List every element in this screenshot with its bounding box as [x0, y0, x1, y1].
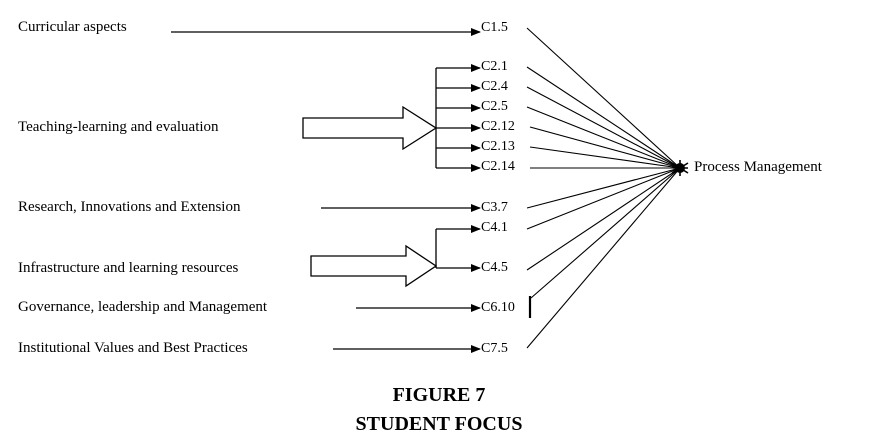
link-c3-7 — [526, 167, 681, 209]
block-arrow-infrastructure — [310, 244, 438, 288]
criterion-label-curricular: Curricular aspects — [18, 19, 127, 35]
code-label-c6-10: C6.10 — [481, 300, 515, 315]
target-label: Process Management — [694, 159, 822, 175]
converging-lines — [526, 27, 681, 349]
code-label-c4-1: C4.1 — [481, 220, 508, 235]
criterion-label-institutional: Institutional Values and Best Practices — [18, 340, 248, 356]
link-c4-5 — [526, 167, 681, 271]
code-label-c4-5: C4.5 — [481, 260, 508, 275]
criterion-label-teaching: Teaching-learning and evaluation — [18, 119, 219, 135]
criterion-label-infrastructure: Infrastructure and learning resources — [18, 260, 239, 276]
link-c2-1 — [526, 66, 681, 169]
convergence-node — [671, 160, 689, 176]
code-label-c2-14: C2.14 — [481, 159, 515, 174]
figure-number: FIGURE 7 — [392, 384, 486, 406]
link-c1-5 — [526, 27, 681, 169]
code-label-c2-13: C2.13 — [481, 139, 515, 154]
link-c7-5 — [526, 167, 681, 349]
code-label-c2-12: C2.12 — [481, 119, 515, 134]
code-label-c2-1: C2.1 — [481, 59, 508, 74]
criterion-label-research: Research, Innovations and Extension — [18, 199, 241, 215]
link-c4-1 — [526, 167, 681, 230]
code-label-c1-5: C1.5 — [481, 20, 508, 35]
link-c2-12 — [529, 126, 681, 169]
link-c6-10 — [530, 167, 681, 299]
link-c2-13 — [529, 146, 681, 169]
block-arrow-teaching — [302, 105, 438, 151]
link-c2-4 — [526, 86, 681, 169]
figure-title: STUDENT FOCUS — [355, 413, 523, 435]
code-label-c2-5: C2.5 — [481, 99, 508, 114]
code-label-c7-5: C7.5 — [481, 341, 508, 356]
criterion-label-governance: Governance, leadership and Management — [18, 299, 268, 315]
code-label-c3-7: C3.7 — [481, 200, 508, 215]
code-label-c2-4: C2.4 — [481, 79, 508, 94]
link-c2-5 — [526, 106, 681, 169]
